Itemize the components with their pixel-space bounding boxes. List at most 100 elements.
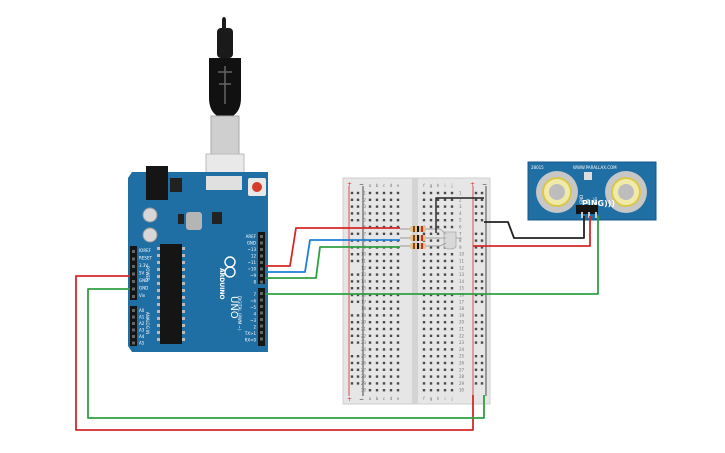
breadboard-hole (389, 212, 393, 215)
breadboard-hole (443, 348, 447, 351)
breadboard-hole (382, 273, 386, 276)
breadboard-hole (375, 375, 379, 378)
breadboard-hole (396, 355, 400, 358)
breadboard-hole (396, 280, 400, 283)
digital-pin-label: ~6 (250, 299, 256, 304)
breadboard-hole (436, 219, 440, 222)
svg-text:.: . (230, 274, 232, 280)
rail-hole (356, 205, 360, 208)
rail-hole (480, 239, 484, 242)
rail-hole (350, 293, 354, 297)
rail-hole (474, 341, 478, 344)
breadboard-hole (443, 253, 447, 256)
breadboard-hole (368, 212, 372, 215)
breadboard-hole (375, 191, 379, 195)
analog-pin-label: A0 (139, 308, 145, 313)
breadboard-hole (436, 355, 440, 358)
breadboard-hole (422, 355, 426, 358)
rail-hole (480, 212, 484, 215)
breadboard-hole (375, 321, 379, 324)
breadboard-row-number: 4 (363, 211, 366, 216)
breadboard-hole (382, 280, 386, 283)
breadboard-hole (396, 389, 400, 392)
breadboard-hole (436, 191, 440, 195)
breadboard-row-number: 26 (459, 361, 465, 366)
breadboard-hole (436, 280, 440, 283)
breadboard-row-number: 2 (363, 197, 366, 202)
chip-pin (157, 310, 160, 313)
digital-pin-label: ~9 (250, 273, 256, 278)
breadboard-hole (443, 212, 447, 215)
breadboard-hole (382, 225, 386, 229)
digital-pin-label: 7 (253, 292, 256, 297)
digital-pin-label: 2 (253, 325, 256, 330)
rail-hole (474, 293, 478, 297)
chip-pin (182, 254, 185, 257)
breadboard-hole (389, 232, 393, 235)
breadboard-hole (382, 300, 386, 303)
breadboard-hole (368, 280, 372, 283)
breadboard-hole (443, 334, 447, 337)
breadboard-column-letter: i (444, 183, 445, 188)
breadboard-hole (389, 266, 393, 269)
rail-hole (480, 341, 484, 344)
breadboard-hole (429, 273, 433, 276)
rail-hole (356, 334, 360, 337)
breadboard-hole (375, 212, 379, 215)
header-hole (260, 311, 263, 315)
breadboard-hole (443, 375, 447, 378)
sensor-pin-label: 5V (586, 198, 591, 204)
header-hole (260, 267, 263, 271)
right-rail-plus-label: + (470, 181, 475, 188)
breadboard-column-letter: c (383, 183, 385, 188)
digital-pin-label: ~5 (250, 305, 256, 310)
breadboard-hole (429, 361, 433, 365)
breadboard-row-number: 9 (459, 245, 462, 250)
breadboard-hole (443, 300, 447, 303)
chip-pin (157, 275, 160, 278)
chip-pin (182, 275, 185, 278)
breadboard-row-number: 17 (361, 299, 367, 304)
breadboard-column-letter: h (437, 183, 440, 188)
breadboard-hole (429, 327, 433, 331)
breadboard-hole (382, 355, 386, 358)
breadboard-row-number: 12 (459, 265, 465, 270)
analog-pin-label: A3 (139, 328, 145, 333)
breadboard-hole (443, 368, 447, 371)
breadboard-hole (375, 232, 379, 235)
rail-hole (474, 280, 478, 283)
breadboard-hole (422, 280, 426, 283)
rail-hole (356, 287, 360, 290)
chip-pin (157, 289, 160, 292)
breadboard-hole (396, 205, 400, 208)
breadboard-hole (429, 205, 433, 208)
rail-hole (356, 321, 360, 324)
breadboard-hole (375, 314, 379, 317)
wire-red-rail-to-sensor (473, 216, 591, 247)
breadboard-hole (429, 266, 433, 269)
breadboard-hole (450, 389, 454, 392)
chip-pin (182, 303, 185, 306)
breadboard-hole (422, 314, 426, 317)
breadboard-hole (443, 321, 447, 324)
breadboard-hole (382, 293, 386, 297)
breadboard-hole (450, 253, 454, 256)
breadboard-hole (436, 253, 440, 256)
breadboard-hole (436, 375, 440, 378)
breadboard-hole (368, 341, 372, 344)
power-section-label: POWER (145, 266, 150, 281)
breadboard-row-number: 4 (459, 211, 462, 216)
breadboard-hole (389, 191, 393, 195)
left-rail-minus-label-bottom: − (359, 396, 364, 403)
breadboard-hole (396, 232, 400, 235)
chip-pin (182, 261, 185, 264)
power-pin-label: GND (139, 278, 148, 283)
chip-pin (157, 331, 160, 334)
breadboard-hole (382, 327, 386, 331)
breadboard-hole (389, 293, 393, 297)
breadboard-hole (422, 361, 426, 365)
breadboard-hole (429, 375, 433, 378)
breadboard-hole (368, 389, 372, 392)
breadboard-hole (375, 205, 379, 208)
rail-hole (474, 246, 478, 249)
